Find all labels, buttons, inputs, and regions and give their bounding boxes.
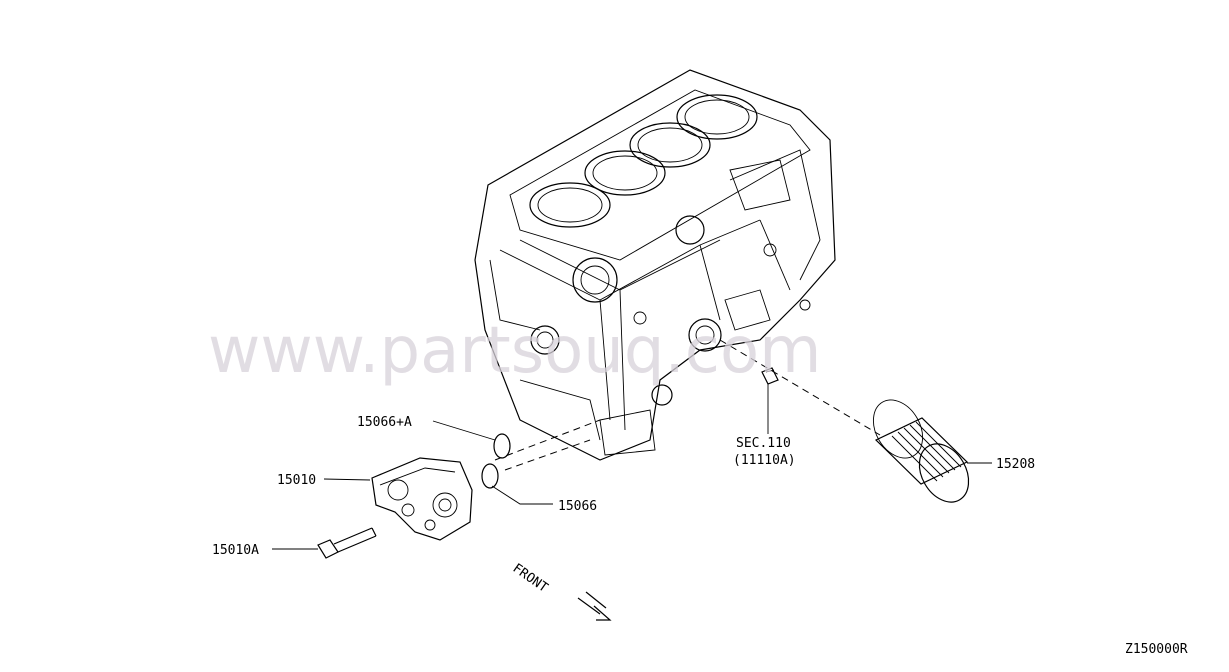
o-ring-15066 [481,463,499,489]
leader-15066 [491,485,553,505]
label-15066: 15066 [558,499,597,514]
front-arrow [577,591,612,621]
assembly-line-pump [494,419,601,461]
bolt-15010a [317,527,377,559]
leader-15066-a [432,420,496,441]
connector-sec110 [761,367,779,385]
label-15010a: 15010A [212,543,259,558]
label-sec110: SEC.110 [736,436,791,451]
o-ring-15066-a [493,433,511,459]
drawing-code: Z150000R [1125,642,1188,657]
watermark: www.partsouq.com [208,314,821,388]
cylinder-block [474,69,836,461]
leader-15010 [323,478,371,481]
label-15208: 15208 [996,457,1035,472]
label-front: FRONT [510,561,551,596]
oil-filter [872,399,970,503]
label-15066-a: 15066+A [357,415,412,430]
label-sec110-ref: (11110A) [733,453,796,468]
label-15010: 15010 [277,473,316,488]
assembly-line-oring [504,439,591,471]
oil-pump [371,457,473,541]
